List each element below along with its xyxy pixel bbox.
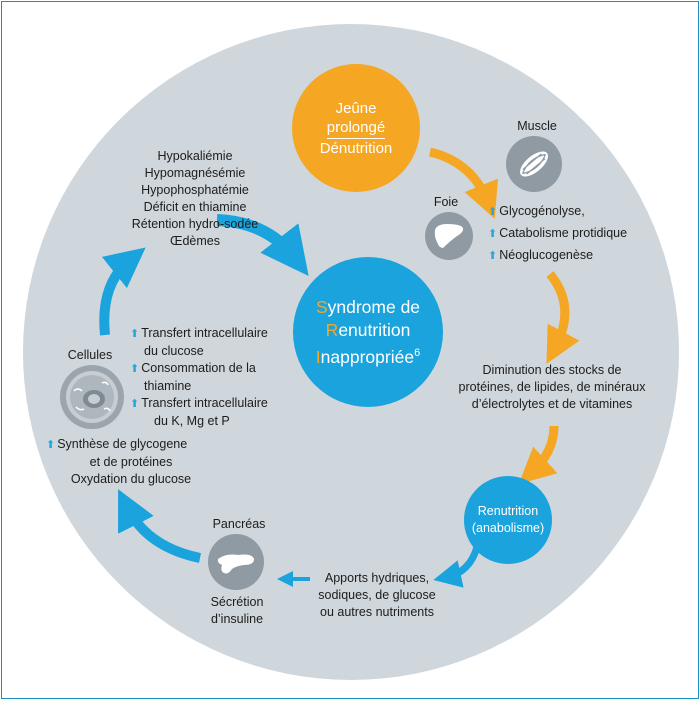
- cellules-bottom-item: et de protéines: [89, 455, 173, 469]
- center-line3-rest: nappropriée: [320, 346, 415, 367]
- arrow-stocks-to-renutrition: [518, 425, 559, 485]
- muscle-icon: [506, 136, 562, 192]
- arrow-up-icon: ⬆: [130, 328, 140, 340]
- apports-text: Apports hydriques, sodiques, de glucose …: [318, 571, 436, 619]
- foie-label: Foie: [433, 195, 459, 209]
- arrow-cellules-to-symptoms: [99, 247, 146, 336]
- cellules-item: du clucose: [144, 344, 204, 358]
- liver-icon: [425, 212, 473, 260]
- arrow-up-icon: ⬆: [488, 206, 498, 218]
- arrow-up-icon: ⬆: [130, 398, 140, 410]
- pancreas-icon: [208, 534, 264, 590]
- metabolism-list: ⬆Glycogénolyse, ⬆Catabolisme protidique …: [488, 201, 627, 267]
- metabolism-item: ⬆Catabolisme protidique: [488, 226, 628, 240]
- arrow-symptoms-to-center: [216, 214, 309, 276]
- arrow-up-icon: ⬆: [488, 250, 498, 262]
- pancreas-label: Pancréas: [212, 517, 266, 531]
- center-line1: Syndrome de: [316, 296, 420, 319]
- arrow-up-icon: ⬆: [488, 228, 498, 240]
- center-line1-rest: yndrome de: [327, 296, 421, 317]
- start-line2: prolongé: [326, 118, 386, 139]
- cellules-bottom: ⬆Synthèse de glycogene et de protéines O…: [46, 436, 216, 488]
- start-node: Jeûne prolongé Dénutrition: [292, 64, 420, 192]
- center-superscript: 6: [414, 346, 421, 359]
- cellules-label: Cellules: [67, 348, 113, 362]
- start-line3: Dénutrition: [319, 139, 393, 157]
- cellules-item: thiamine: [144, 379, 192, 393]
- arrow-start-to-metabolism: [428, 147, 499, 219]
- metabolism-item: ⬆Glycogénolyse,: [488, 204, 585, 218]
- cell-icon: [60, 365, 124, 429]
- center-node: Syndrome de Renutrition Inappropriée6: [293, 257, 443, 407]
- cellules-item: ⬆Transfert intracellulaire: [130, 326, 268, 340]
- arrow-pancreas-to-cellules: [118, 489, 202, 563]
- renutrition-node: Renutrition (anabolisme): [464, 476, 552, 564]
- start-line1: Jeûne: [335, 99, 377, 117]
- center-initial-r: R: [325, 319, 339, 340]
- cellules-item: ⬆Consommation de la: [130, 361, 256, 375]
- cellules-items: ⬆Transfert intracellulaire du clucose ⬆C…: [130, 325, 268, 430]
- center-line2: Renutrition: [326, 319, 411, 342]
- arrow-up-icon: ⬆: [130, 363, 140, 375]
- arrow-up-icon: ⬆: [46, 439, 56, 451]
- center-line2-rest: enutrition: [338, 319, 411, 340]
- stocks-text: Diminution des stocks de protéines, de l…: [458, 363, 646, 411]
- center-line3: Inappropriée6: [316, 342, 420, 369]
- center-initial-i: I: [315, 346, 321, 367]
- cellules-item: ⬆Transfert intracellulaire: [130, 396, 268, 410]
- cellules-item: du K, Mg et P: [154, 414, 230, 428]
- arrow-renutrition-to-apports: [433, 545, 481, 588]
- cellules-bottom-item: ⬆Synthèse de glycogene: [46, 437, 188, 451]
- pancreas-subtext: Sécrétion d’insuline: [210, 595, 264, 626]
- metabolism-item: ⬆Néoglucogenèse: [488, 248, 594, 262]
- arrow-metabolism-to-stocks: [546, 271, 580, 364]
- muscle-label: Muscle: [517, 119, 557, 133]
- center-initial-s: S: [315, 296, 328, 317]
- cellules-bottom-item: Oxydation du glucose: [70, 472, 192, 486]
- symptoms-list: Hypokaliémie Hypomagnésémie Hypophosphat…: [131, 149, 259, 248]
